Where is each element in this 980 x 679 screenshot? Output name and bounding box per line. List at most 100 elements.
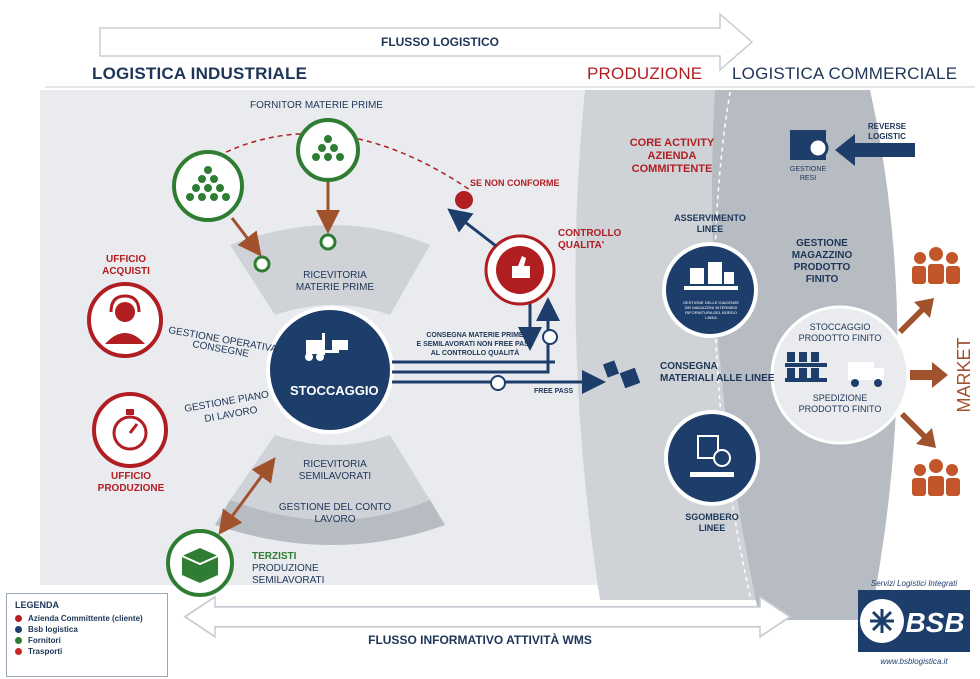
flusso-logistico-arrow bbox=[99, 12, 754, 72]
sgombero-label: SGOMBERO LINEE bbox=[672, 512, 752, 534]
brand-url: www.bsblogistica.it bbox=[880, 657, 948, 666]
legend-item-label: Trasporti bbox=[28, 647, 63, 656]
consegna-linee-line-2: MATERIALI ALLE LINEE bbox=[660, 373, 775, 384]
gestione-conto-label: GESTIONE DEL CONTO LAVORO bbox=[270, 502, 400, 526]
section-logistica-commerciale: LOGISTICA COMMERCIALE bbox=[732, 64, 958, 83]
section-logistica-industriale: LOGISTICA INDUSTRIALE bbox=[92, 64, 308, 83]
legend-item: Fornitori bbox=[15, 636, 167, 645]
market-label: MARKET bbox=[954, 337, 974, 412]
asservimento-line-2: LINEE bbox=[696, 224, 724, 234]
legend: LEGENDA Azienda Committente (cliente) Bs… bbox=[6, 593, 168, 677]
terzisti-line-2: PRODUZIONE bbox=[252, 563, 319, 574]
ufficio-acquisti-line-2: ACQUISTI bbox=[102, 266, 150, 277]
legend-dot bbox=[15, 648, 22, 655]
returns-icon bbox=[790, 130, 829, 160]
spedizione-line-2: PRODOTTO FINITO bbox=[798, 404, 882, 414]
stoccaggio-pf-label: STOCCAGGIO PRODOTTO FINITO bbox=[790, 322, 890, 344]
spedizione-line-1: SPEDIZIONE bbox=[812, 393, 868, 403]
headset-icon bbox=[87, 282, 163, 358]
controllo-line-1: CONTROLLO bbox=[558, 228, 622, 239]
terzisti-line-1: TERZISTI bbox=[252, 551, 297, 562]
controllo-qualita-label: CONTROLLO QUALITA' bbox=[558, 228, 621, 252]
supplier-left-arrow bbox=[230, 217, 262, 257]
consegna-mp-line-3: AL CONTROLLO QUALITÀ bbox=[430, 350, 520, 357]
legend-title: LEGENDA bbox=[15, 600, 60, 610]
asservimento-label: ASSERVIMENTO LINEE bbox=[665, 213, 755, 235]
gestione-resi-label: GESTIONE RESI bbox=[788, 165, 828, 183]
controllo-line-2: QUALITA' bbox=[558, 240, 605, 251]
legend-dot bbox=[15, 626, 22, 633]
commercial-dashed bbox=[714, 91, 756, 619]
reverse-line-1: REVERSE bbox=[867, 122, 907, 131]
ricevitoria-mp-wedge bbox=[230, 225, 430, 315]
brand-tagline: Servizi Logistici Integrati bbox=[871, 579, 957, 588]
ricevitoria-mp-line-1: RICEVITORIA bbox=[303, 270, 367, 281]
se-non-conforme-label: SE NON CONFORME bbox=[470, 178, 560, 188]
gestione-resi-line-1: GESTIONE bbox=[789, 166, 827, 173]
magazzino-line-4: FINITO bbox=[805, 274, 839, 285]
stoccaggio-label: STOCCAGGIO bbox=[290, 383, 379, 398]
legend-dot bbox=[15, 637, 22, 644]
legend-item-label: Azienda Committente (cliente) bbox=[28, 614, 143, 623]
truck-icon bbox=[848, 362, 884, 387]
reverse-line-2: LOGISTIC bbox=[868, 132, 906, 141]
ufficio-produzione-label: UFFICIO PRODUZIONE bbox=[96, 471, 166, 495]
consegna-linee-label: CONSEGNA MATERIALI ALLE LINEE bbox=[660, 361, 774, 385]
stoccaggio-pf-line-2: PRODOTTO FINITO bbox=[798, 333, 882, 343]
package-icon bbox=[166, 529, 234, 597]
core-line-1: CORE ACTIVITY bbox=[629, 137, 715, 149]
fornitori-label: FORNITOR MATERIE PRIME bbox=[250, 100, 383, 111]
prodotto-finito-hub bbox=[770, 305, 910, 445]
supplier-left-node bbox=[253, 255, 271, 273]
legend-item: Trasporti bbox=[15, 647, 167, 656]
ufficio-acquisti-label: UFFICIO ACQUISTI bbox=[98, 254, 154, 278]
legend-item: Azienda Committente (cliente) bbox=[15, 614, 167, 623]
gestione-conto-line-2: LAVORO bbox=[314, 514, 356, 525]
sgombero-linee-icon bbox=[664, 410, 760, 506]
consegna-arrow-mid bbox=[392, 297, 560, 374]
legend-item-label: Bsb logistica bbox=[28, 625, 78, 634]
stoccaggio-pf-line-1: STOCCAGGIO bbox=[809, 322, 871, 332]
ricevitoria-sl-line-2: SEMILAVORATI bbox=[298, 471, 372, 482]
ricevitoria-sl-line-1: RICEVITORIA bbox=[303, 459, 367, 470]
ricevitoria-mp-line-2: MATERIE PRIME bbox=[295, 282, 375, 293]
brand-name: BSB bbox=[905, 607, 964, 638]
spedizione-label: SPEDIZIONE PRODOTTO FINITO bbox=[790, 393, 890, 415]
asservimento-line-1: ASSERVIMENTO bbox=[674, 213, 746, 223]
thumbs-down-icon bbox=[455, 191, 473, 209]
terzisti-arrow bbox=[218, 457, 276, 535]
section-produzione: PRODUZIONE bbox=[587, 64, 703, 83]
magazzino-line-2: MAGAZZINO bbox=[791, 250, 853, 261]
ricevitoria-sl-label: RICEVITORIA SEMILAVORATI bbox=[290, 459, 380, 483]
terzisti-line-3: SEMILAVORATI bbox=[252, 575, 325, 586]
legend-dot bbox=[15, 615, 22, 622]
market-arrow-down bbox=[900, 412, 936, 448]
customers-icon-top bbox=[912, 247, 960, 284]
ricevitoria-sl-wedge bbox=[230, 435, 430, 520]
consegna-mp-line-2: E SEMILAVORATI NON FREE PASS bbox=[416, 341, 534, 348]
check-icon-upper bbox=[542, 329, 558, 345]
consegna-mp-label: CONSEGNA MATERIE PRIME E SEMILAVORATI NO… bbox=[405, 331, 545, 358]
supplier-icon-left bbox=[172, 150, 244, 222]
magazzino-line-1: GESTIONE bbox=[796, 238, 848, 249]
check-icon-lower bbox=[490, 375, 506, 391]
shelving-icon bbox=[785, 352, 827, 382]
ufficio-acquisti-line-1: UFFICIO bbox=[106, 254, 146, 265]
magazzino-label: GESTIONE MAGAZZINO PRODOTTO FINITO bbox=[782, 238, 862, 286]
reverse-logistic-label: REVERSE LOGISTIC bbox=[862, 122, 912, 142]
stopwatch-icon bbox=[92, 392, 168, 468]
stoccaggio-hub bbox=[266, 306, 394, 434]
core-activity-label: CORE ACTIVITY AZIENDA COMMITTENTE bbox=[622, 137, 722, 176]
supplier-right-node bbox=[319, 233, 337, 251]
core-line-2: AZIENDA bbox=[647, 150, 697, 162]
supplier-icon-right bbox=[296, 118, 360, 182]
bsb-logo bbox=[858, 590, 970, 652]
sgombero-line-1: SGOMBERO bbox=[685, 512, 739, 522]
core-line-3: COMMITTENTE bbox=[631, 163, 713, 175]
legend-item-label: Fornitori bbox=[28, 636, 61, 645]
ricevitoria-mp-label: RICEVITORIA MATERIE PRIME bbox=[290, 270, 380, 294]
market-arrow-up bbox=[898, 298, 934, 334]
non-conforme-arrow bbox=[447, 208, 497, 248]
magazzino-line-3: PRODOTTO bbox=[793, 262, 851, 273]
